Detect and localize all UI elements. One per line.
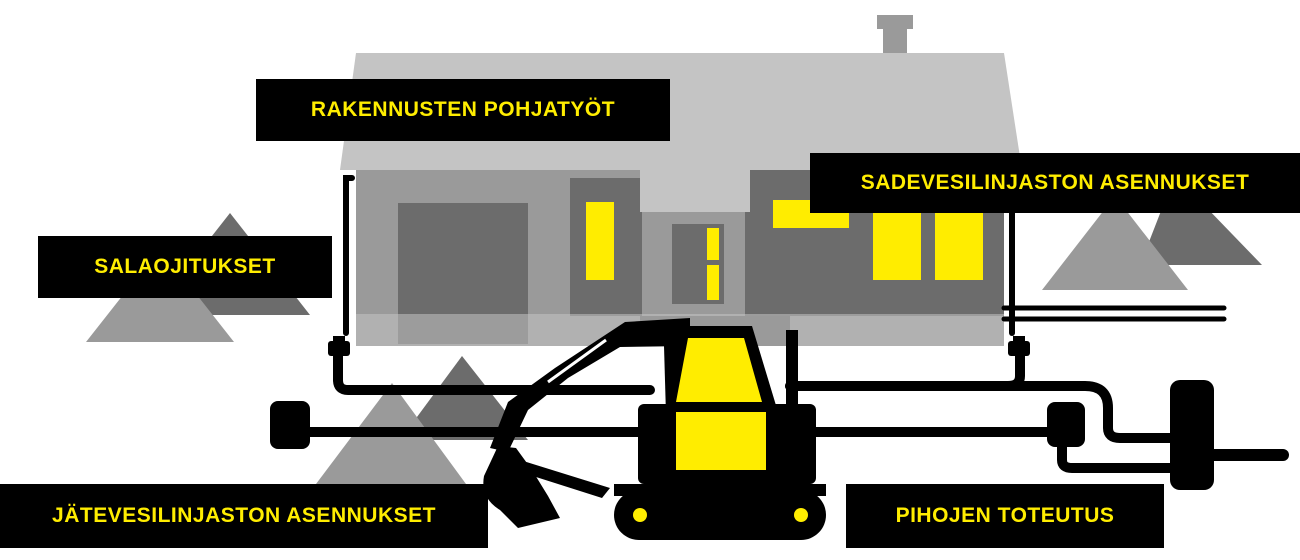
inspection-well-right <box>1047 402 1085 447</box>
chimney-stack <box>883 28 907 54</box>
door-glass-divider <box>705 260 721 265</box>
exhaust-stack <box>786 330 798 412</box>
bucket-link <box>514 460 610 498</box>
label-text: PIHOJEN TOTEUTUS <box>895 504 1115 527</box>
inspection-well-left <box>270 401 310 449</box>
cab-lower-panel <box>676 410 766 470</box>
gutter-funnel-right-rim <box>1013 336 1025 343</box>
wells-and-tanks <box>270 336 1214 490</box>
window-left <box>586 202 614 280</box>
gravel-pile-center-back <box>400 356 528 440</box>
excavator <box>483 318 826 540</box>
excavator-bucket <box>483 446 560 528</box>
excavator-boom <box>490 318 690 452</box>
downpipe-left <box>343 175 355 336</box>
track-wheel-left <box>633 508 647 522</box>
label-jatevesilinjaston-asennukset: JÄTEVESILINJASTON ASENNUKSET <box>0 484 488 548</box>
septic-tank <box>1170 380 1214 490</box>
cab-window <box>676 338 762 402</box>
label-salaojitukset: SALAOJITUKSET <box>38 236 332 298</box>
window-right-b <box>935 213 983 280</box>
label-text: SADEVESILINJASTON ASENNUKSET <box>860 171 1250 194</box>
entrance-gable <box>640 170 750 212</box>
gravel-pile-right-front <box>1042 196 1188 290</box>
gutter-funnel-left <box>328 341 350 356</box>
chimney <box>877 15 913 29</box>
window-right-a <box>873 213 921 280</box>
track-wheel-right <box>794 508 808 522</box>
excavator-arm-detail <box>547 338 607 384</box>
sewer-to-tank <box>1057 435 1180 473</box>
label-text: JÄTEVESILINJASTON ASENNUKSET <box>52 504 436 527</box>
gutter-funnel-right <box>1008 341 1030 356</box>
gutter-funnel-left-rim <box>333 336 345 343</box>
excavator-track <box>614 490 826 540</box>
label-pihojen-toteutus: PIHOJEN TOTEUTUS <box>846 484 1164 548</box>
label-text: RAKENNUSTEN POHJATYÖT <box>310 98 616 121</box>
rainwater-main <box>785 381 1180 443</box>
drain-pipe-left <box>333 351 655 395</box>
label-rakennusten-pohjatyot: RAKENNUSTEN POHJATYÖT <box>256 79 670 141</box>
label-text: SALAOJITUKSET <box>94 255 276 278</box>
label-sadevesilinjaston-asennukset: SADEVESILINJASTON ASENNUKSET <box>810 153 1300 213</box>
